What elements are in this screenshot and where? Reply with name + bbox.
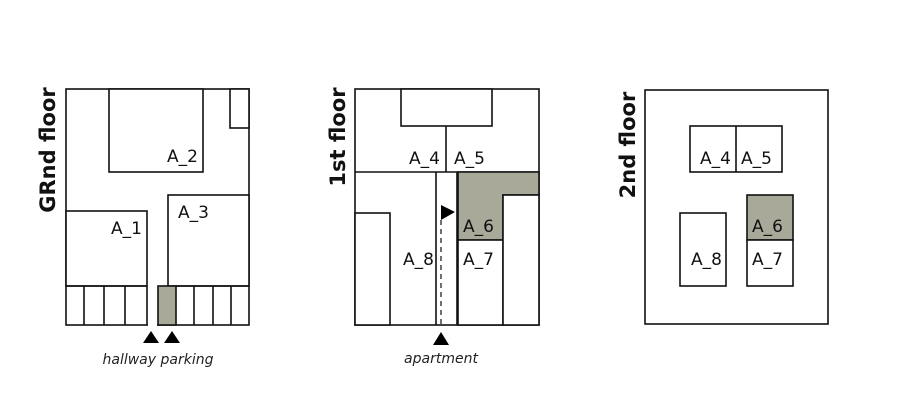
- small-room: [229, 88, 250, 129]
- unit-label: A_2: [167, 147, 198, 167]
- room: [354, 212, 391, 326]
- unit-label: A_6: [752, 217, 783, 237]
- second-floor-title: 2nd floor: [616, 91, 640, 198]
- unit-label: A_6: [463, 217, 494, 237]
- unit-a7: [457, 239, 504, 326]
- unit-label: A_7: [752, 250, 783, 270]
- second-floor-outline: [644, 89, 829, 325]
- unit-label: A_4: [700, 149, 731, 169]
- first-floor-title: 1st floor: [326, 87, 350, 187]
- first-floor-caption: apartment: [404, 351, 478, 367]
- entrance-arrow-icon: [164, 331, 180, 343]
- unit-label: A_7: [463, 250, 494, 270]
- ground-floor-plan: GRnd floor A_2 A_3 A_1 hallway parking: [36, 87, 250, 368]
- unit-label: A_1: [111, 219, 142, 239]
- room: [502, 194, 540, 326]
- unit-label: A_8: [403, 250, 434, 270]
- parking-stalls: [66, 285, 249, 326]
- unit-a7: [746, 239, 794, 287]
- unit-a3: [167, 194, 250, 287]
- unit-label: A_5: [741, 149, 772, 169]
- unit-label: A_3: [178, 203, 209, 223]
- ground-floor-caption: hallway parking: [103, 352, 214, 368]
- direction-arrow-icon: [441, 205, 455, 220]
- entrance-arrow-icon: [143, 331, 159, 343]
- second-floor-plan: 2nd floor A_4 A_5 A_6 A_7 A_8: [616, 89, 829, 325]
- unit-a6-highlighted: [746, 194, 794, 241]
- room: [400, 88, 493, 127]
- highlighted-parking-stall: [157, 285, 177, 326]
- first-floor-plan: 1st floor A_4 A_5 A_6 A_7 A_8 apartment: [326, 87, 540, 367]
- ground-floor-title: GRnd floor: [36, 87, 60, 213]
- unit-a2: [108, 88, 204, 173]
- unit-label: A_8: [691, 250, 722, 270]
- unit-a1: [65, 210, 148, 287]
- unit-a8: [679, 212, 727, 287]
- unit-label: A_5: [454, 149, 485, 169]
- unit-label: A_4: [409, 149, 440, 169]
- entrance-arrow-icon: [433, 332, 449, 345]
